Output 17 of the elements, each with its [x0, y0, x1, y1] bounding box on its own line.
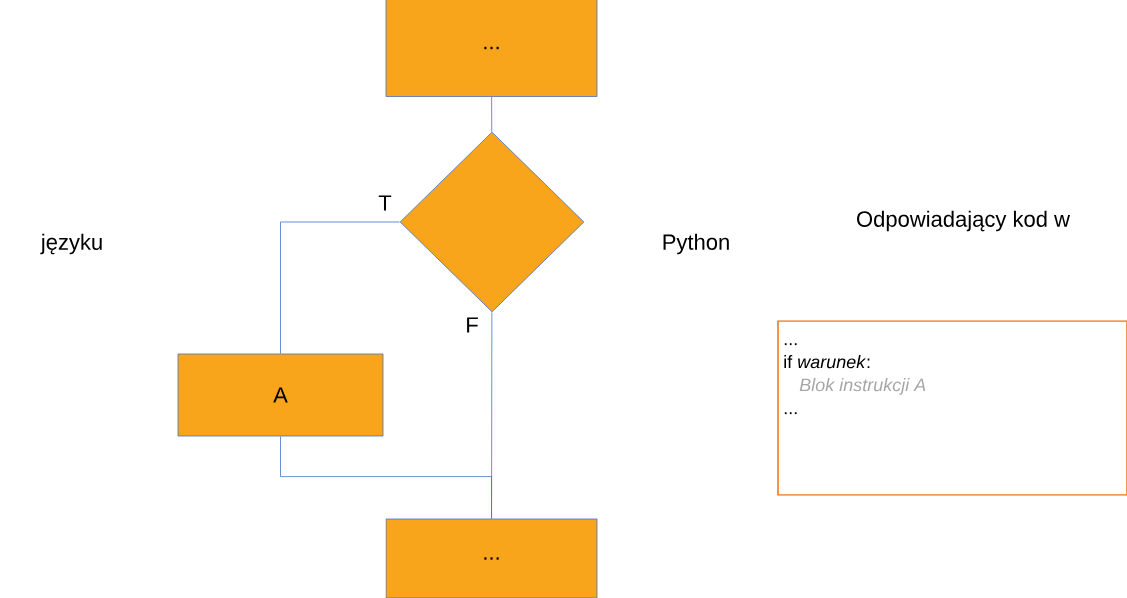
- connector-line: [280, 221, 400, 354]
- connector-line: [491, 96, 493, 133]
- code-line: Blok instrukcji A: [799, 378, 926, 395]
- caption-text: Odpowiadający kod w: [857, 210, 1070, 232]
- edge-label: F: [467, 317, 478, 333]
- process-box: ...: [385, 0, 598, 97]
- decision-diamond: [399, 131, 585, 313]
- connector-line: [280, 436, 492, 519]
- code-line: if warunek:: [784, 355, 870, 369]
- process-box: A: [177, 353, 384, 437]
- caption-text: języku: [40, 233, 102, 255]
- code-box: [777, 320, 1127, 496]
- code-line: ...: [784, 343, 797, 346]
- caption-text: Python: [663, 233, 729, 255]
- code-line: ...: [784, 412, 797, 415]
- edge-label: T: [378, 195, 392, 211]
- process-box: ...: [385, 518, 598, 598]
